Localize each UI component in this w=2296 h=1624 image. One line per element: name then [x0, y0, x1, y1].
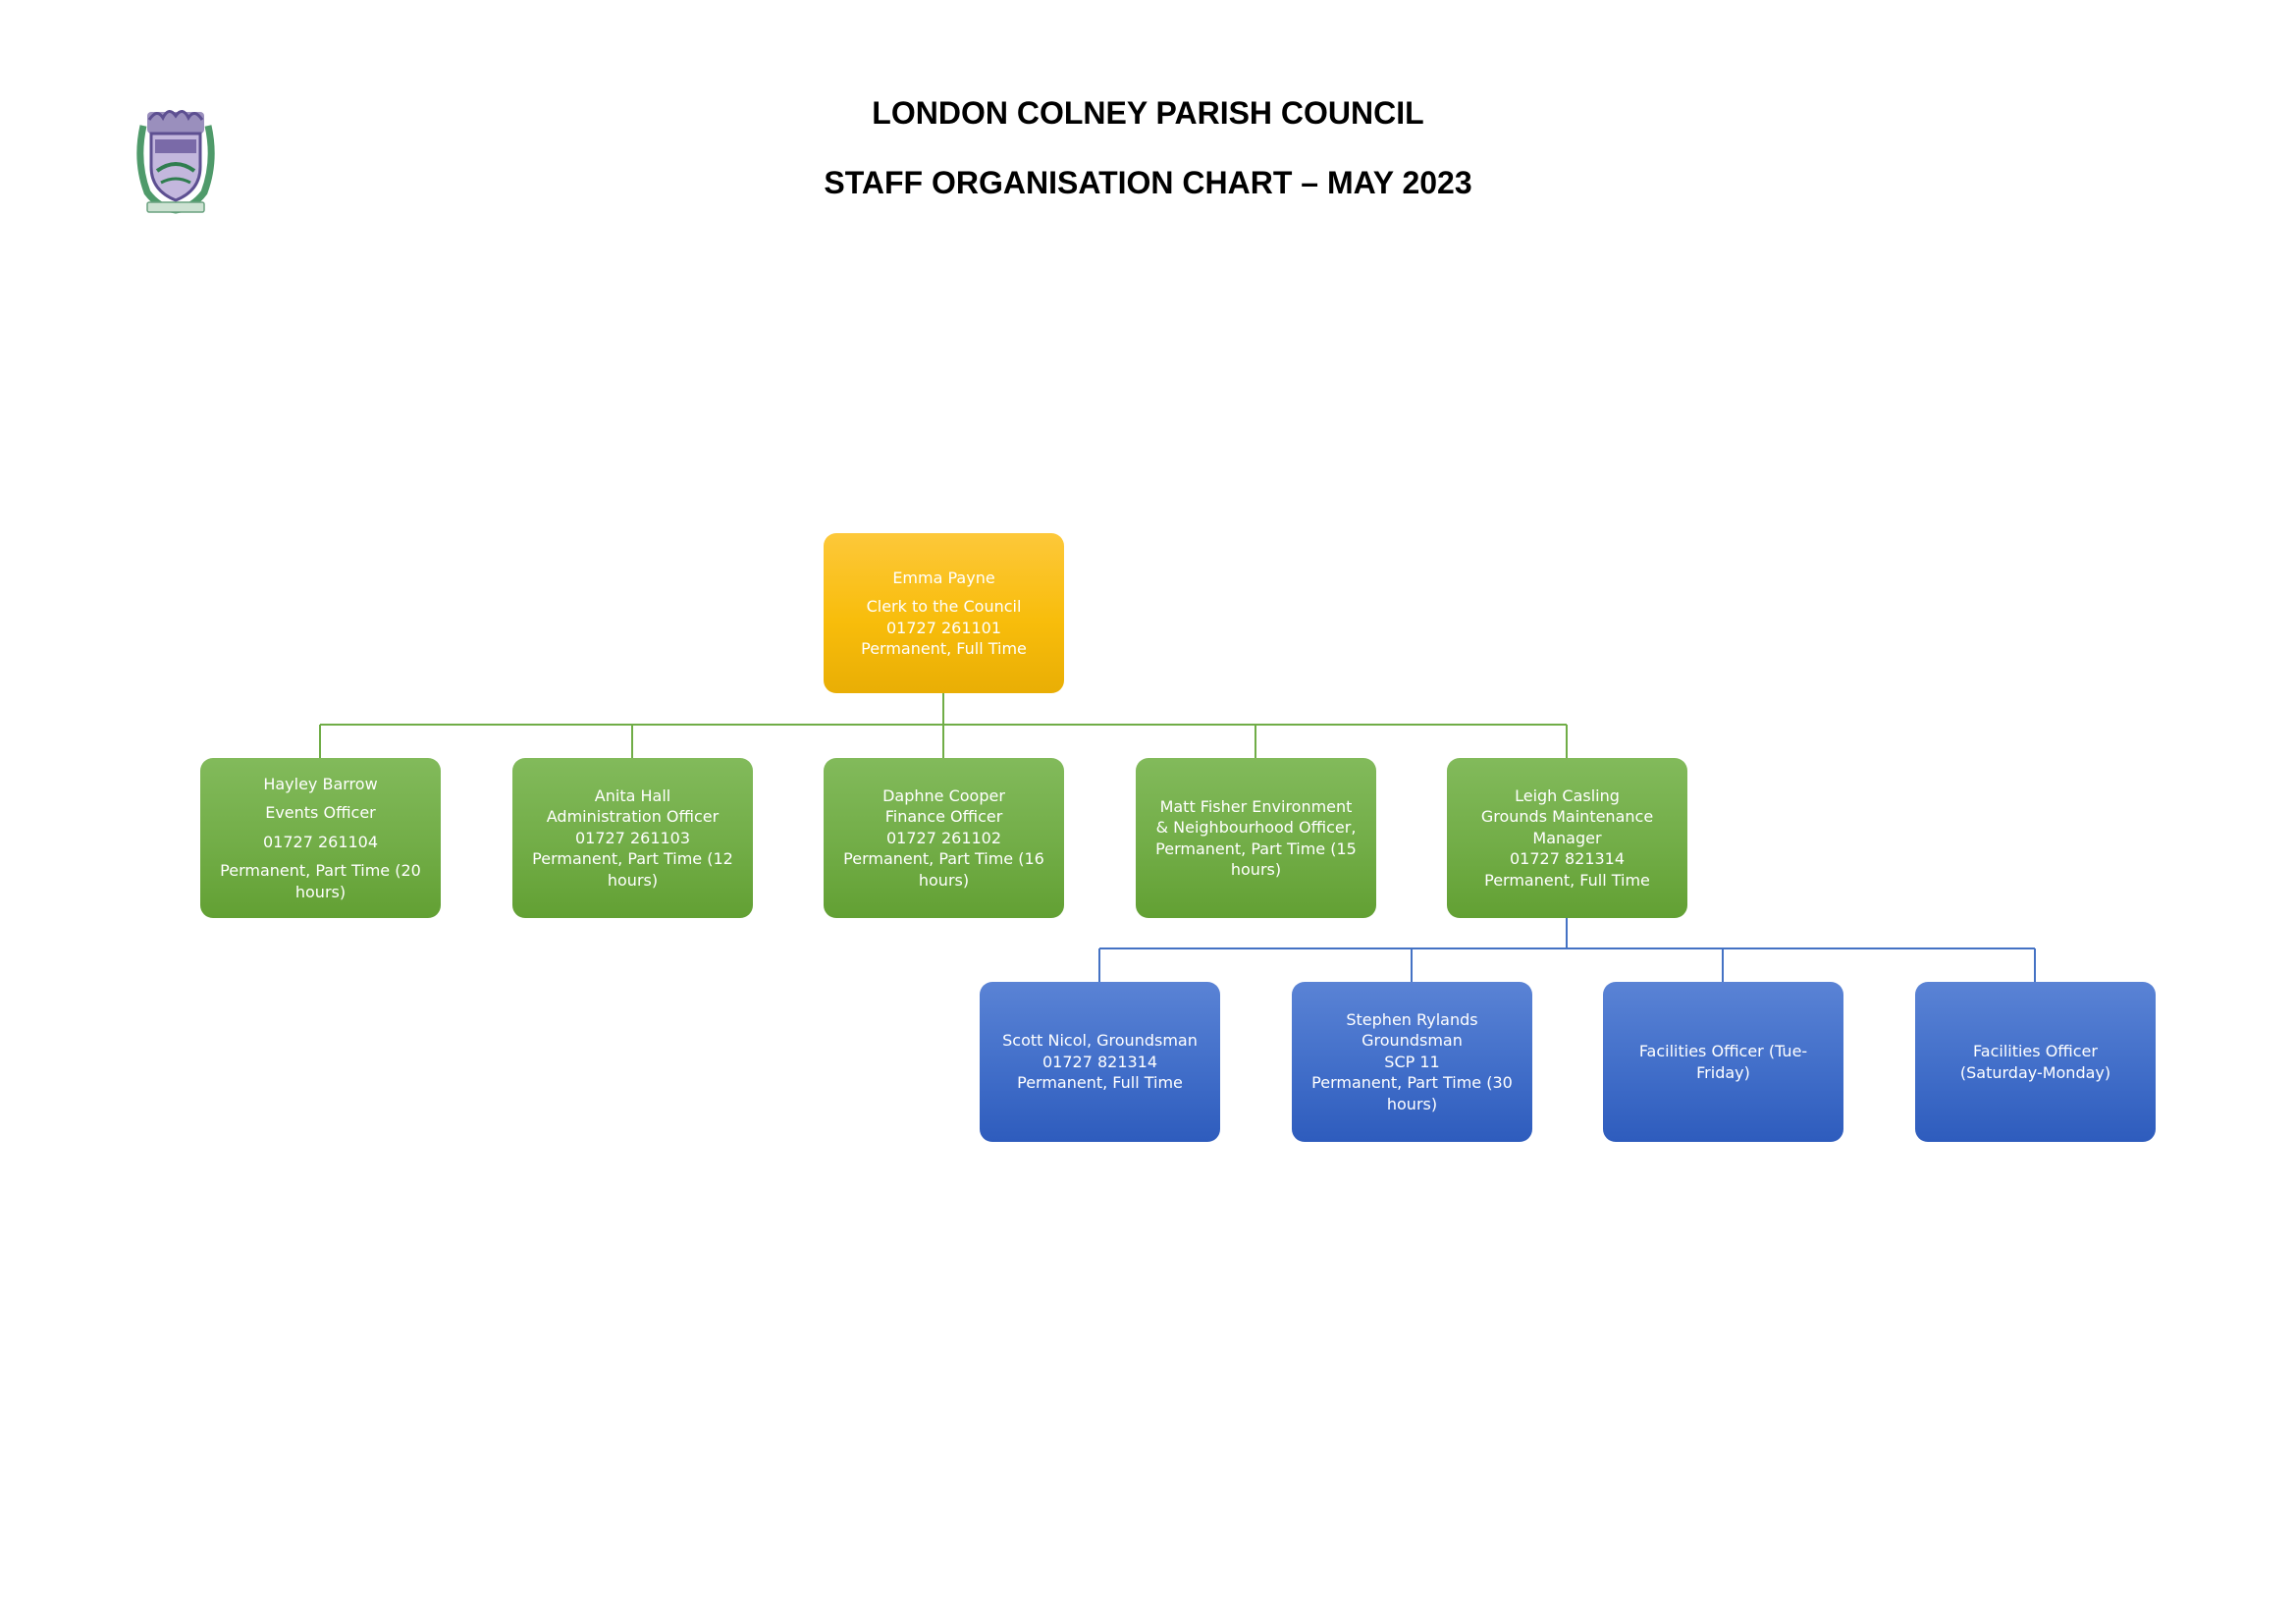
- staff-name: Daphne Cooper: [882, 785, 1005, 805]
- team-phone: 01727 821314: [1041, 1052, 1158, 1071]
- team-name: Scott Nicol, Groundsman: [1002, 1031, 1198, 1051]
- team-contract: Permanent, Full Time: [1017, 1073, 1183, 1093]
- staff-role: Grounds Maintenance Manager: [1480, 807, 1654, 847]
- clerk-node: Emma Payne Clerk to the Council 01727 26…: [824, 533, 1064, 693]
- team-name: Stephen Rylands: [1346, 1009, 1478, 1029]
- staff-phone: 01727 821314: [1509, 849, 1626, 869]
- staff-text: Matt Fisher Environment & Neighbourhood …: [1155, 796, 1357, 880]
- page-title: LONDON COLNEY PARISH COUNCIL: [872, 95, 1424, 131]
- staff-contract: Permanent, Part Time (16 hours): [843, 849, 1044, 890]
- clerk-contract: Permanent, Full Time: [861, 639, 1027, 658]
- staff-role: Events Officer: [265, 803, 376, 823]
- staff-name: Leigh Casling: [1515, 785, 1620, 805]
- team-node-facilities-officer-weekend: Facilities Officer (Saturday-Monday): [1915, 982, 2156, 1142]
- team-node-facilities-officer-weekday: Facilities Officer (Tue-Friday): [1603, 982, 1843, 1142]
- clerk-name: Emma Payne: [892, 568, 995, 587]
- staff-role: Finance Officer: [884, 807, 1003, 827]
- staff-phone: 01727 261103: [574, 828, 691, 847]
- clerk-role: Clerk to the Council: [866, 597, 1022, 616]
- staff-contract: Permanent, Part Time (12 hours): [532, 849, 733, 890]
- team-node-groundsman-scott: Scott Nicol, Groundsman 01727 821314 Per…: [980, 982, 1220, 1142]
- staff-name: Anita Hall: [594, 785, 671, 805]
- team-node-groundsman-stephen: Stephen Rylands Groundsman SCP 11 Perman…: [1292, 982, 1532, 1142]
- staff-phone: 01727 261104: [262, 832, 379, 851]
- blue-connectors: [1098, 918, 2036, 982]
- team-grade: SCP 11: [1384, 1052, 1440, 1071]
- staff-node-events-officer: Hayley Barrow Events Officer 01727 26110…: [200, 758, 441, 918]
- staff-node-grounds-manager: Leigh Casling Grounds Maintenance Manage…: [1447, 758, 1687, 918]
- staff-phone: 01727 261102: [885, 828, 1002, 847]
- staff-node-environment-officer: Matt Fisher Environment & Neighbourhood …: [1136, 758, 1376, 918]
- crest-icon: [136, 110, 215, 214]
- team-text: Facilities Officer (Tue-Friday): [1638, 1042, 1808, 1082]
- team-text: Facilities Officer (Saturday-Monday): [1959, 1042, 2111, 1082]
- staff-contract: Permanent, Part Time (20 hours): [220, 861, 421, 901]
- staff-name: Hayley Barrow: [263, 774, 378, 793]
- clerk-details: Clerk to the Council 01727 261101 Perman…: [861, 596, 1027, 660]
- staff-role: Administration Officer: [546, 807, 720, 827]
- staff-contract: Permanent, Full Time: [1484, 870, 1650, 890]
- clerk-phone: 01727 261101: [885, 618, 1002, 637]
- staff-node-administration-officer: Anita Hall Administration Officer 01727 …: [512, 758, 753, 918]
- staff-node-finance-officer: Daphne Cooper Finance Officer 01727 2611…: [824, 758, 1064, 918]
- team-contract: Permanent, Part Time (30 hours): [1311, 1073, 1513, 1113]
- green-connectors: [319, 692, 1568, 758]
- page-subtitle: STAFF ORGANISATION CHART – MAY 2023: [824, 165, 1472, 200]
- council-crest-logo: [133, 102, 218, 216]
- team-role: Groundsman: [1362, 1031, 1463, 1051]
